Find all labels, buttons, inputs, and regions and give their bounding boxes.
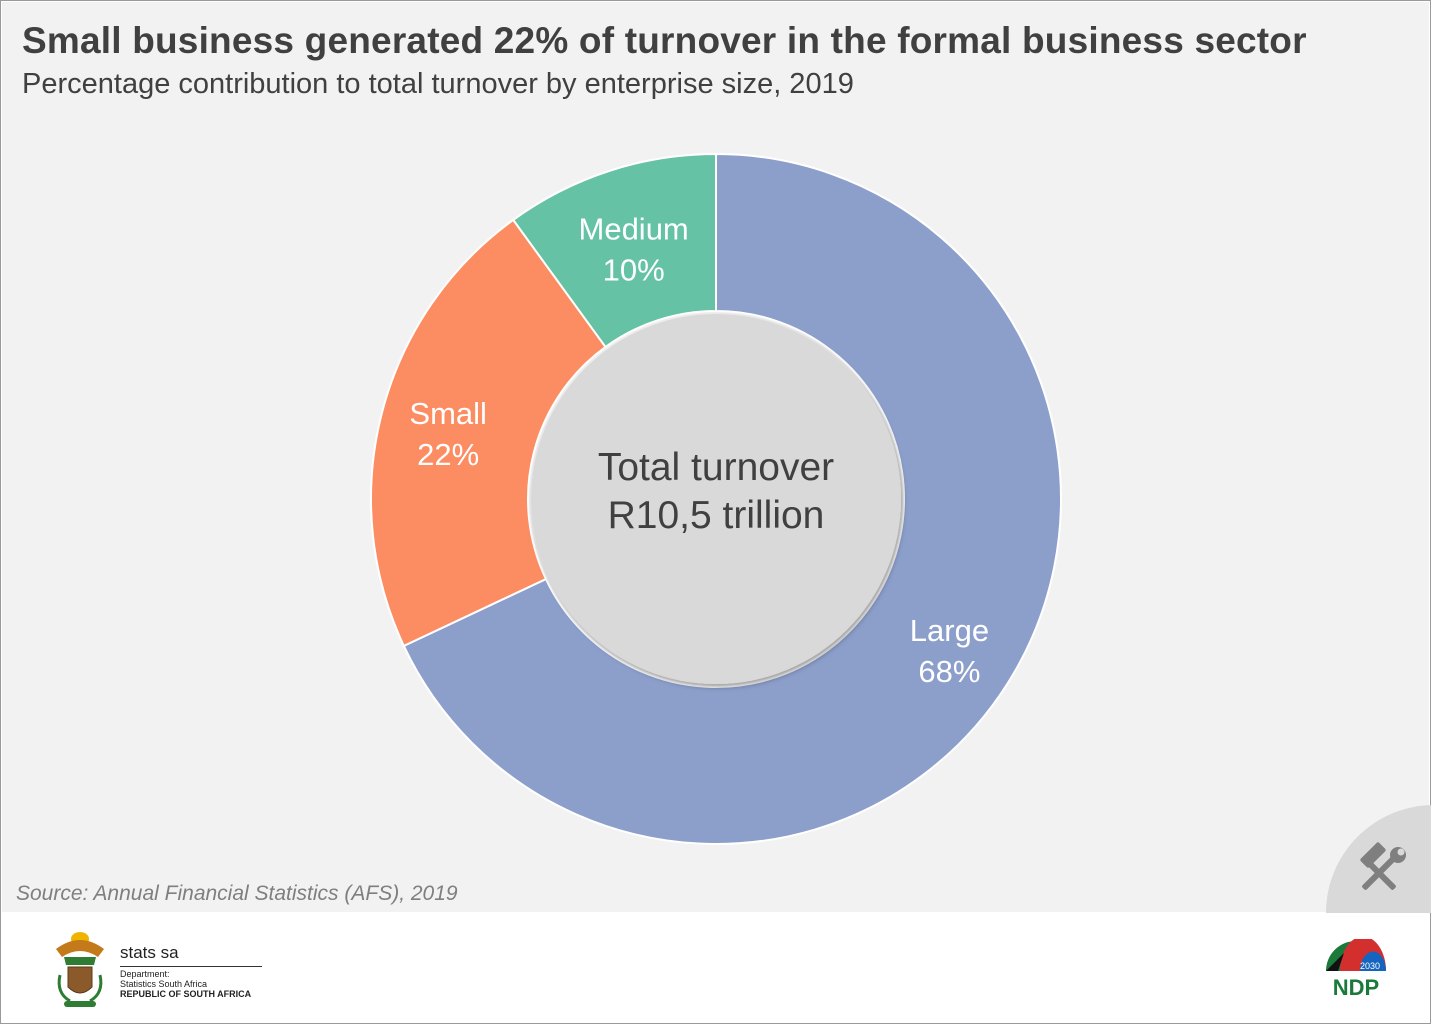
slice-label-small: Small [409,396,487,431]
center-text-line-2: R10,5 trillion [608,494,825,537]
ndp-logo: 2030 NDP [1326,939,1386,1000]
source-note: Source: Annual Financial Statistics (AFS… [16,882,458,905]
dept-line-2: Statistics South Africa [120,979,208,989]
chart-panel: Small business generated 22% of turnover… [2,2,1431,913]
donut-center [531,314,901,684]
dept-line-3: REPUBLIC OF SOUTH AFRICA [120,989,252,999]
center-text-line-1: Total turnover [598,446,834,489]
slice-value-medium: 10% [603,253,665,288]
slice-value-large: 68% [918,654,980,689]
ndp-year: 2030 [1360,961,1380,971]
slice-small [370,218,607,648]
slice-label-large: Large [910,613,989,648]
coat-of-arms-icon [56,932,104,1007]
chart-title: Small business generated 22% of turnover… [22,20,1307,61]
donut-chart: Large 68% Small 22% Medium 10% Total turnoverR… [370,152,1062,845]
slice-value-small: 22% [417,437,479,472]
footer: stats sa Department: Statistics South Af… [2,913,1429,1023]
chart-subtitle: Percentage contribution to total turnove… [22,68,854,100]
slice-medium [511,152,717,349]
dept-line-1: Department: [120,969,170,979]
slice-label-medium: Medium [579,212,689,247]
hammer-wrench-icon [1324,805,1431,913]
brand-divider [120,966,262,967]
slice-large [402,152,1062,845]
stats-sa-brand: stats sa [120,943,179,962]
ndp-label: NDP [1333,975,1379,1000]
